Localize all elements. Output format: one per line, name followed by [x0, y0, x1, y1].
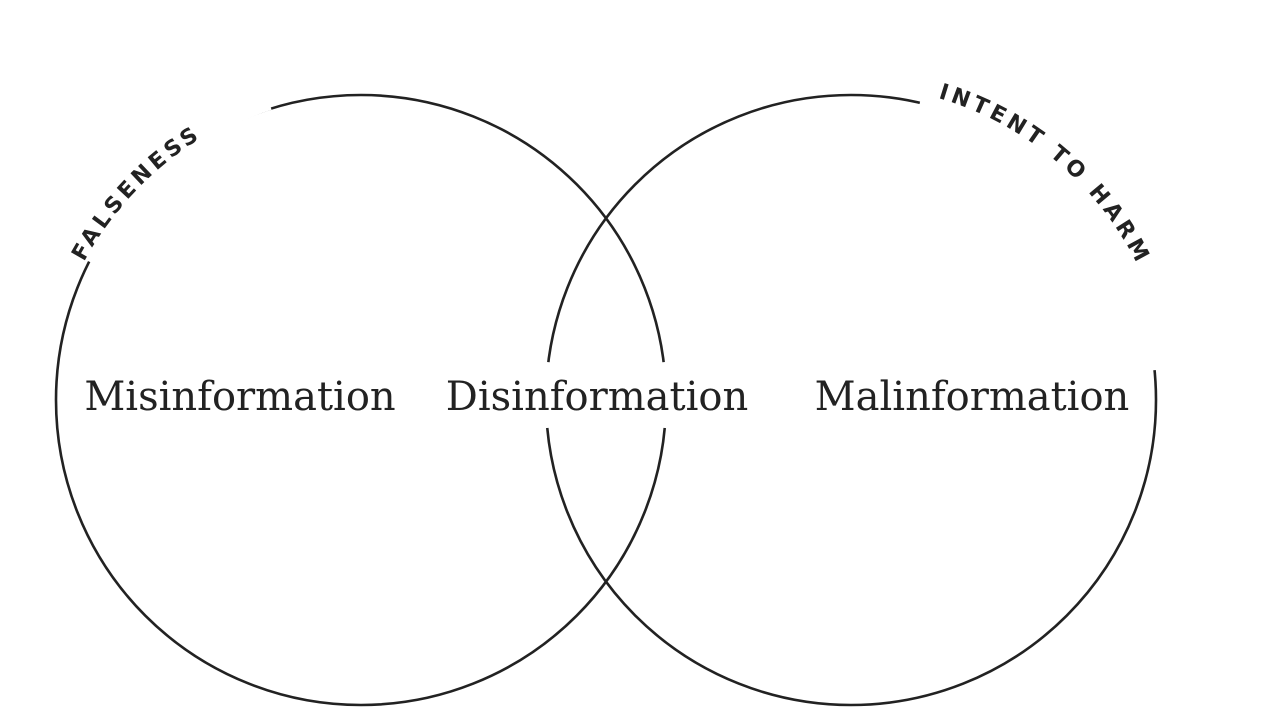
disinformation-label: Disinformation: [446, 374, 748, 420]
intent-to-harm-label: INTENT TO HARM: [936, 80, 1155, 270]
intent-label-gap: [918, 97, 1161, 371]
falseness-label: FALSENESS: [67, 121, 206, 265]
misinformation-label: Misinformation: [84, 374, 395, 420]
overlap-left-arc-gap: [540, 361, 552, 429]
overlap-right-arc-gap: [660, 361, 672, 429]
falseness-label-gap: [85, 100, 272, 265]
malinformation-label: Malinformation: [815, 374, 1130, 420]
